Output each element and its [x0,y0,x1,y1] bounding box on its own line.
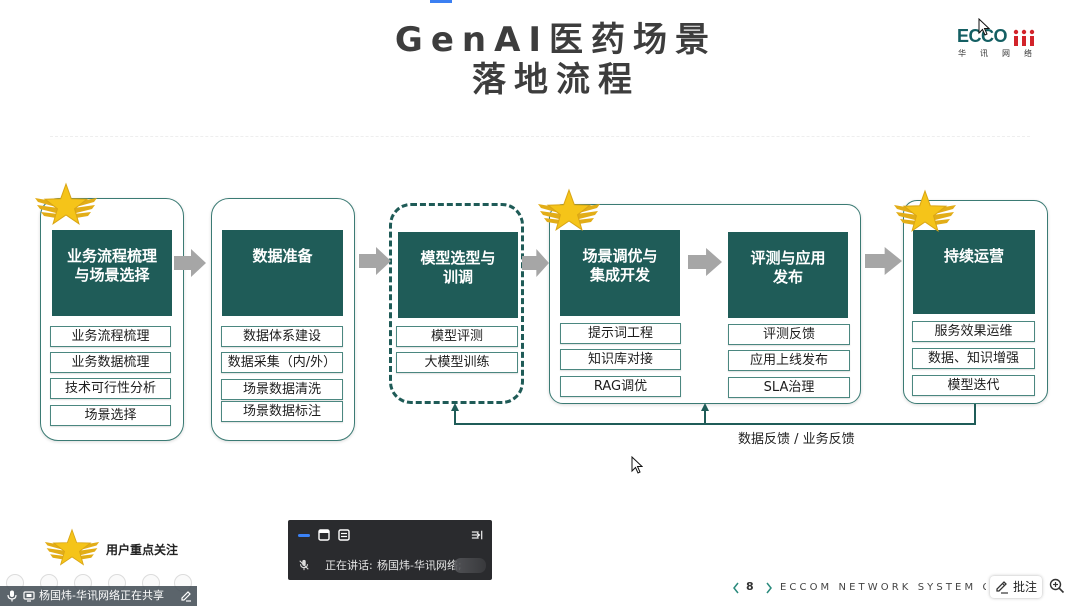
stage-item: 场景数据标注 [221,401,343,422]
microphone-icon [299,559,309,571]
pencil-icon [996,581,1008,594]
zoom-in-icon[interactable] [1049,578,1065,594]
stage-header: 数据准备 [222,230,343,316]
annotate-label: 批注 [1013,580,1038,594]
stage-item: 场景选择 [50,405,171,426]
speaking-label: 正在讲话: [325,559,373,572]
stage-item: 评测反馈 [728,324,850,345]
star-icon [538,188,600,231]
stage-header: 评测与应用 发布 [728,232,848,318]
screen-share-icon[interactable] [23,590,35,602]
microphone-icon[interactable] [6,590,18,602]
sharing-status-bar[interactable]: 杨国炜-华讯网络正在共享 [0,586,197,606]
stage-item: 模型评测 [396,326,518,347]
company-logo: ECCO 华讯网络 [957,26,1039,60]
arrow-right-icon [522,249,549,277]
stage-item: 大模型训练 [396,352,518,373]
stage-item: RAG调优 [560,376,681,397]
page-number: 8 [746,580,754,593]
stage-item: 数据、知识增强 [912,348,1035,369]
mouse-cursor-icon [631,456,643,474]
logo-mark-icon [1013,29,1035,46]
feedback-arrowhead [701,403,709,411]
list-view-icon[interactable] [338,529,350,541]
stage-title-line: 数据准备 [252,247,313,265]
stage-item: 模型迭代 [912,375,1035,396]
pencil-icon[interactable] [180,590,192,602]
stage-item: 业务流程梳理 [50,326,171,347]
arrow-right-icon [174,249,206,277]
chevron-left-icon[interactable] [732,582,740,594]
arrow-right-icon [688,248,722,276]
speaking-panel[interactable]: 正在讲话: 杨国炜-华讯网络; [288,520,492,580]
annotate-button[interactable]: 批注 [990,576,1042,598]
star-icon [894,189,956,232]
stage-title-line: 评测与应用 [750,249,826,267]
stage-header: 模型选型与 训调 [398,232,518,318]
stage-title-line: 场景调优与 [582,247,658,265]
legend-label: 用户重点关注 [106,543,179,557]
mouse-cursor-icon [978,18,990,36]
stage-title-line: 集成开发 [589,266,650,284]
stage-header: 场景调优与 集成开发 [560,230,680,316]
chevron-right-icon[interactable] [765,582,773,594]
stage-item: 业务数据梳理 [50,352,171,373]
star-icon [35,182,97,225]
arrow-right-icon [359,247,391,275]
stage-header: 业务流程梳理 与场景选择 [52,230,172,316]
stage-item: 服务效果运维 [912,321,1035,342]
slide-footer-company: ECCOM NETWORK SYSTEM CO [780,582,986,593]
stage-title-line: 持续运营 [943,247,1004,265]
stage-title-line: 业务流程梳理 [66,247,157,265]
logo-wordmark: ECCO [957,26,1008,46]
stage-item: 技术可行性分析 [50,378,171,399]
sharing-status-text: 杨国炜-华讯网络正在共享 [39,589,164,602]
stage-header: 持续运营 [913,230,1035,314]
stage-title-line: 训调 [442,268,473,286]
window-icon[interactable] [318,529,330,541]
speaker-name: 杨国炜-华讯网络; [377,559,462,572]
collapse-panel-icon[interactable] [471,529,483,541]
stage-title-line: 与场景选择 [74,266,150,284]
stage-item: SLA治理 [728,377,850,398]
blurred-text [454,558,486,573]
stage-title-line: 发布 [772,268,803,286]
star-icon [44,528,100,566]
stage-item: 应用上线发布 [728,350,850,371]
arrow-right-icon [865,247,902,275]
stage-item: 数据采集（内/外） [221,352,343,373]
feedback-line [454,404,976,425]
feedback-label: 数据反馈 / 业务反馈 [738,432,855,447]
stage-item: 提示词工程 [560,323,681,344]
stage-item: 数据体系建设 [221,326,343,347]
stage-item: 场景数据清洗 [221,379,343,400]
feedback-arrowhead [451,403,459,411]
stage-item: 知识库对接 [560,349,681,370]
share-indicator-bar [430,0,452,3]
stage-card-model-selection [389,203,524,404]
minimize-button[interactable] [298,534,310,537]
slide-title-line-2: 落地流程 [472,60,640,100]
slide-title-line-1: GenAI医药场景 [394,20,718,60]
stage-title-line: 模型选型与 [420,249,496,267]
divider [50,136,1030,137]
logo-chinese-name: 华讯网络 [958,49,1046,58]
